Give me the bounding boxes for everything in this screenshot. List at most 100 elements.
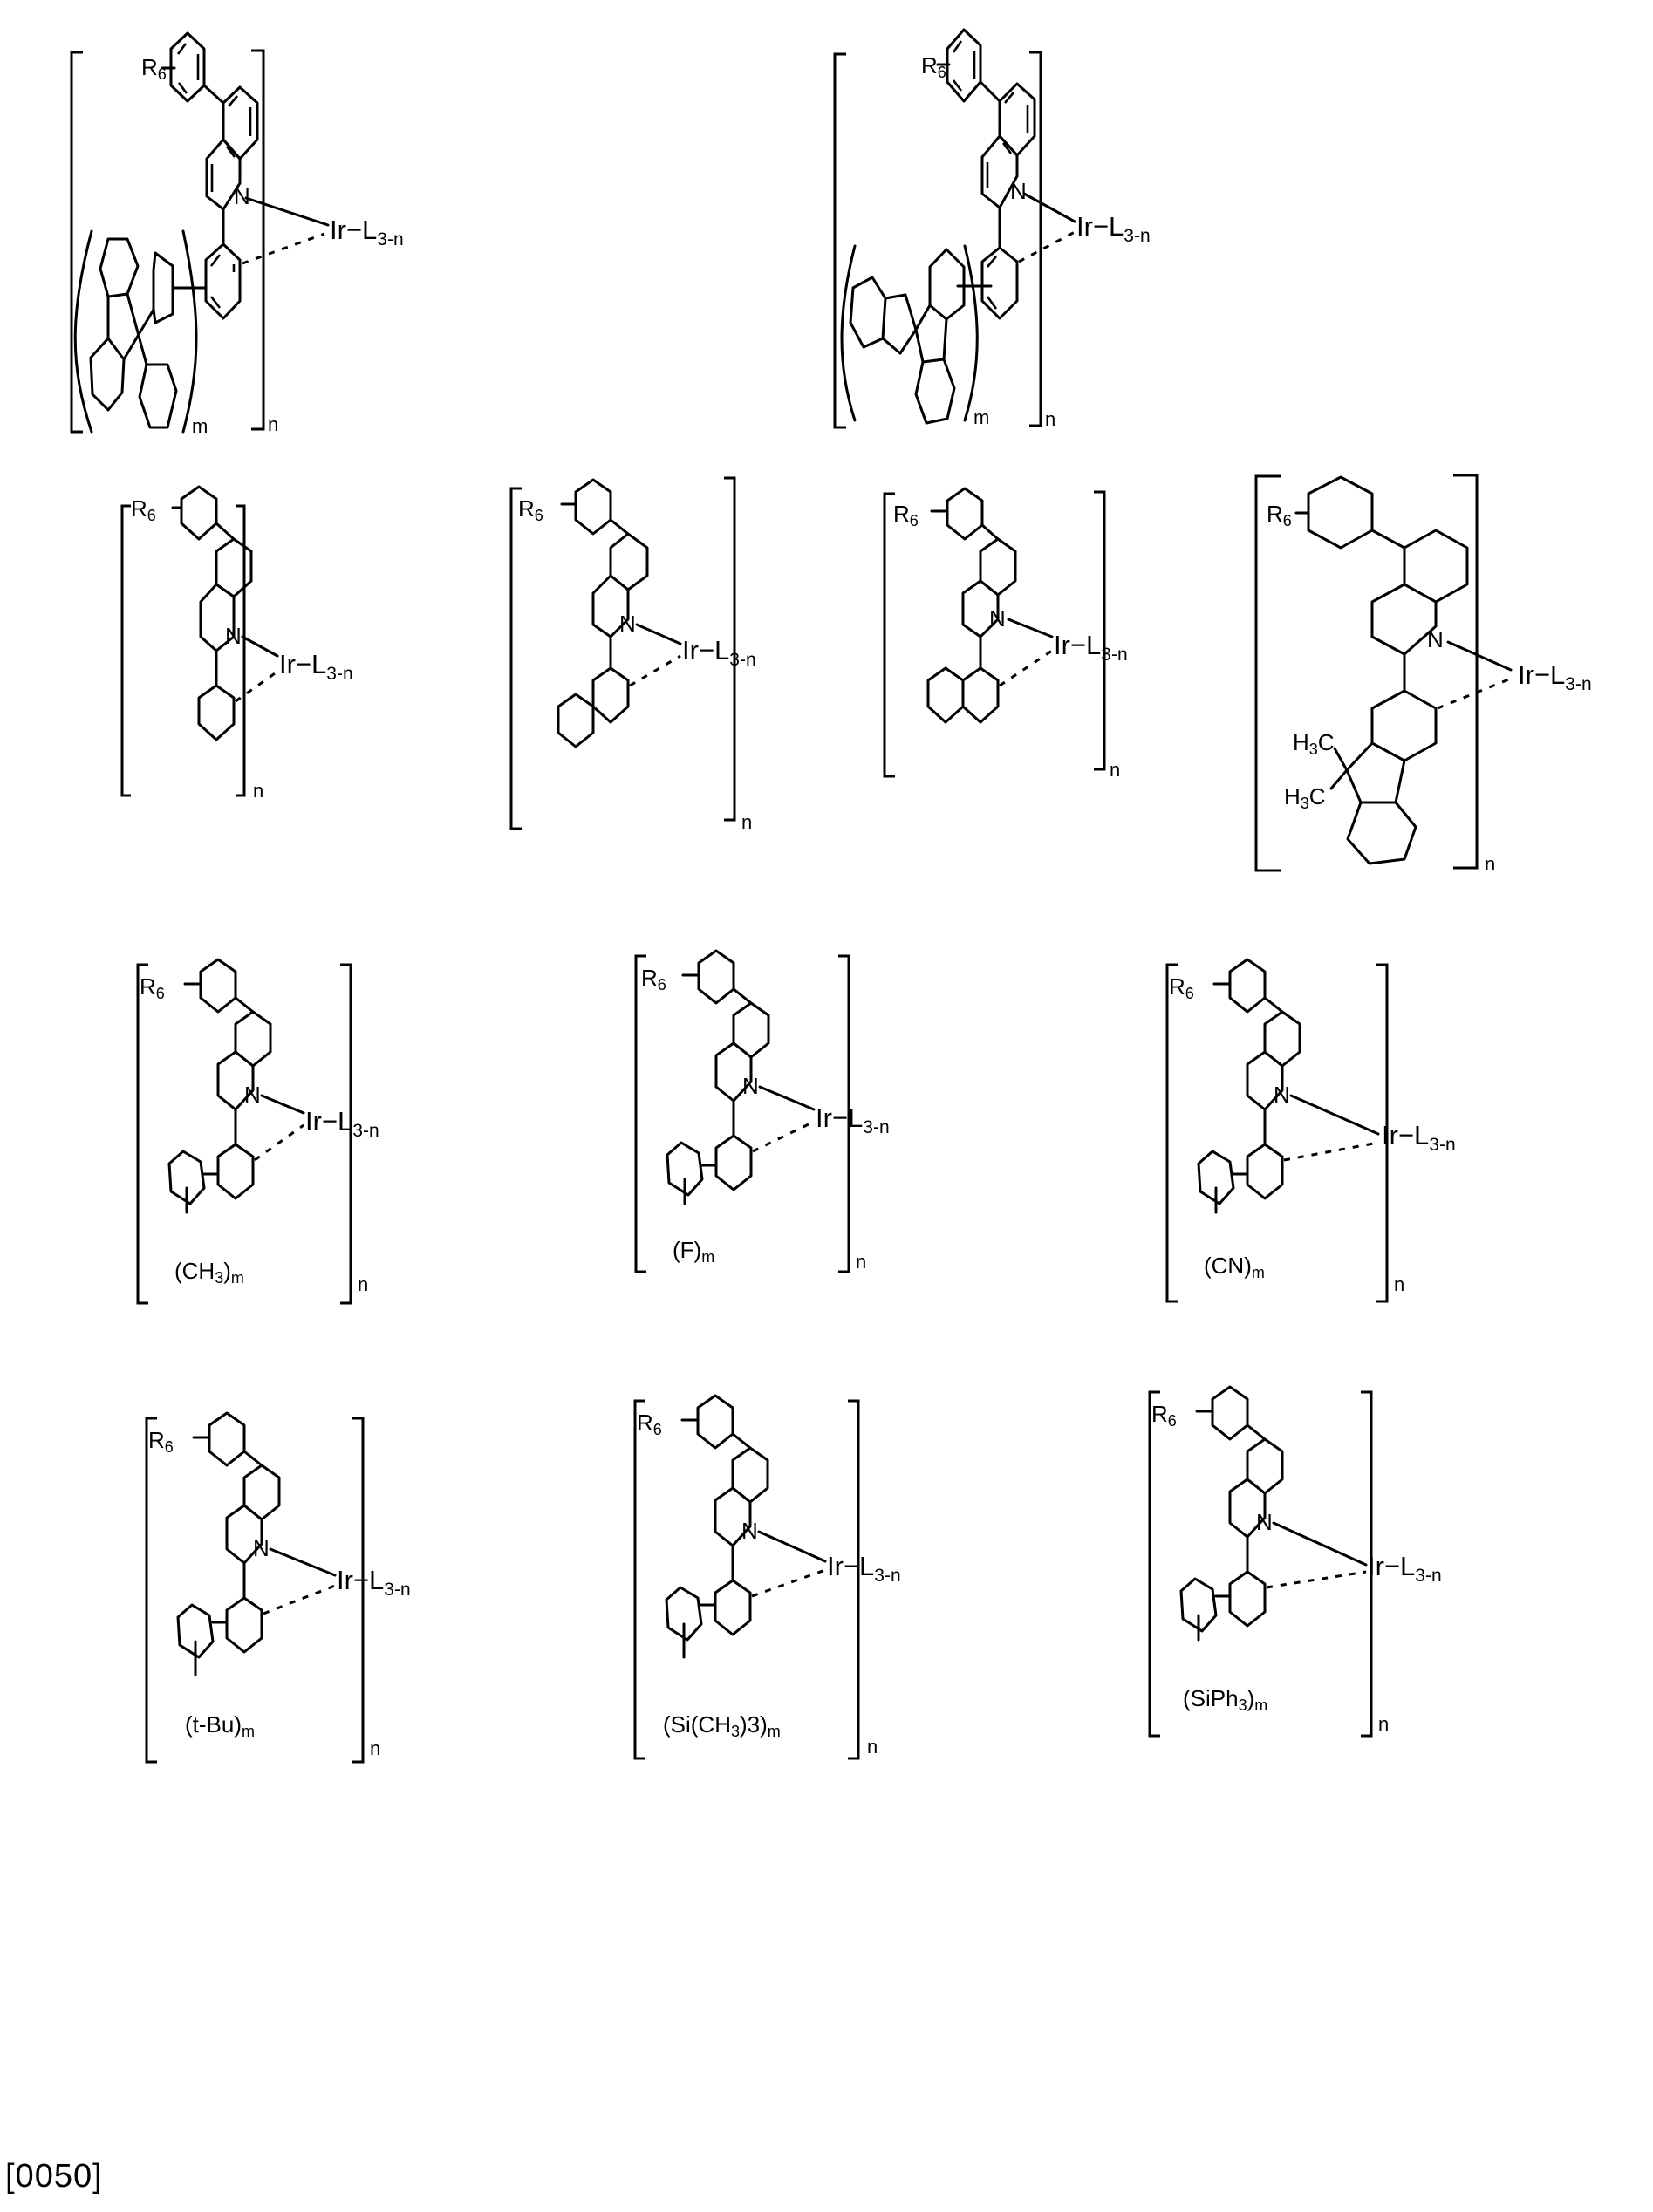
ligand-subscript: 3-n — [1101, 645, 1128, 665]
paragraph-number: [0050] — [5, 2158, 103, 2195]
ir-ligand-label: Ir−L3-n — [1518, 661, 1592, 693]
structure-12-triphenylsilyl: R6 N Ir−L3-n (SiPh3)m n — [1143, 1385, 1596, 1753]
m-subscript-label: m — [973, 406, 990, 428]
ir-ligand-label: Ir−L3-n — [1368, 1553, 1442, 1585]
ligand-subscript: 3-n — [1429, 1135, 1456, 1155]
substituent-group-label: (F)m — [673, 1239, 714, 1265]
ligand-symbol: L — [369, 1565, 385, 1595]
n-subscript-label: n — [1485, 853, 1496, 875]
structure-9-drawing — [1165, 958, 1389, 1303]
r-subscript: 6 — [157, 65, 167, 83]
m-subscript: m — [1254, 1697, 1268, 1714]
ir-ligand-label: Ir−L3-n — [305, 1108, 379, 1140]
n-subscript-label: n — [253, 780, 264, 802]
r-symbol: R — [921, 52, 938, 79]
ir-ligand-label: Ir−L3-n — [330, 216, 404, 249]
structure-4-drawing — [509, 476, 736, 830]
h-symbol: H — [1284, 783, 1301, 809]
group-text: (CH — [174, 1258, 215, 1284]
r-subscript: 6 — [909, 512, 919, 529]
structure-7-methyl: R6 N Ir−L3-n (CH3)m n — [131, 958, 567, 1308]
r6-label: R6 — [140, 975, 165, 1001]
ligand-subscript: 3-n — [377, 229, 404, 249]
bond-dash: − — [1069, 630, 1087, 660]
methyl-label-lower: H3C — [1284, 785, 1326, 811]
n-atom-label: N — [1274, 1082, 1290, 1108]
m-subscript: m — [701, 1248, 715, 1266]
n-atom-label: N — [234, 183, 250, 209]
iridium-symbol: Ir — [682, 635, 699, 666]
structure-10-drawing — [145, 1411, 365, 1764]
iridium-symbol: Ir — [330, 215, 346, 245]
n-subscript-label: n — [370, 1738, 381, 1759]
ligand-subscript: 3-n — [863, 1117, 890, 1137]
ir-ligand-label: Ir−L3-n — [1382, 1122, 1456, 1154]
r-symbol: R — [518, 495, 535, 522]
substituent-group-label: (CN)m — [1204, 1254, 1265, 1280]
r-subscript: 6 — [534, 507, 543, 524]
r-subscript: 6 — [147, 507, 156, 524]
n-subscript-label: n — [268, 413, 279, 435]
ligand-subscript: 3-n — [729, 650, 756, 670]
ir-ligand-label: Ir−L3-n — [279, 651, 353, 683]
structure-7-drawing — [136, 958, 352, 1305]
structure-4-2-naphthyl: R6 N Ir−L3-n n — [506, 471, 872, 837]
group-text: (CN) — [1204, 1253, 1252, 1279]
r6-label: R6 — [893, 502, 919, 529]
substituent-group-label: (CH3)m — [174, 1260, 244, 1286]
methyl-label-upper: H3C — [1293, 731, 1335, 757]
structure-11-trimethylsilyl: R6 N Ir−L3-n (Si(CH3)3)m n — [628, 1394, 1082, 1762]
r6-label: R6 — [921, 54, 946, 80]
r-symbol: R — [641, 965, 658, 991]
r6-label: R6 — [637, 1411, 662, 1437]
ligand-symbol: L — [714, 635, 730, 666]
n-atom-label: N — [742, 1073, 759, 1099]
n-atom-label: N — [1256, 1509, 1273, 1535]
substituent-group-label: (t-Bu)m — [185, 1713, 255, 1739]
bond-dash: − — [1383, 1551, 1401, 1581]
r-symbol: R — [893, 501, 910, 527]
iridium-symbol: Ir — [1518, 659, 1534, 690]
r-subscript: 6 — [1282, 512, 1292, 529]
ir-ligand-label: Ir−L3-n — [1076, 213, 1151, 245]
n-atom-label: N — [244, 1082, 261, 1108]
ir-ligand-label: Ir−L3-n — [816, 1104, 890, 1137]
ir-ligand-label: Ir−L3-n — [827, 1553, 901, 1585]
structure-10-tert-butyl: R6 N Ir−L3-n (t-Bu)m n — [140, 1411, 576, 1764]
bond-dash: − — [698, 635, 715, 666]
ligand-symbol: L — [362, 215, 378, 245]
r6-label: R6 — [518, 497, 543, 523]
ligand-symbol: L — [338, 1106, 353, 1137]
structure-3-drawing — [120, 485, 279, 797]
group-close: ) — [1247, 1685, 1255, 1711]
h-subscript: 3 — [1300, 795, 1309, 812]
ligand-symbol: L — [1414, 1120, 1430, 1150]
n-atom-label: N — [1010, 178, 1027, 204]
r6-label: R6 — [1267, 502, 1292, 529]
r-subscript: 6 — [657, 976, 666, 993]
bond-dash: − — [345, 215, 363, 245]
structure-5-1-naphthyl: R6 N Ir−L3-n n — [881, 487, 1247, 785]
r6-label: R6 — [141, 56, 167, 82]
n-atom-label: N — [225, 623, 242, 649]
bond-dash: − — [1092, 211, 1110, 242]
m-subscript: m — [242, 1723, 255, 1740]
n-subscript-label: n — [867, 1736, 878, 1758]
r-symbol: R — [637, 1410, 653, 1436]
iridium-symbol: Ir — [305, 1106, 322, 1137]
r6-label: R6 — [1169, 975, 1194, 1001]
ligand-symbol: L — [1550, 659, 1566, 690]
group-text: (F) — [673, 1237, 702, 1263]
ir-ligand-label: Ir−L3-n — [682, 637, 756, 669]
group-text: (SiPh — [1183, 1685, 1239, 1711]
r6-label: R6 — [131, 497, 156, 523]
ligand-subscript: 3-n — [352, 1121, 379, 1141]
m-subscript: m — [1251, 1264, 1265, 1281]
ligand-symbol: L — [1400, 1551, 1416, 1581]
structure-9-cyano: R6 N Ir−L3-n (CN)m n — [1160, 958, 1596, 1308]
r-subscript: 6 — [937, 64, 946, 81]
n-atom-label: N — [741, 1518, 758, 1544]
r-subscript: 6 — [164, 1438, 174, 1456]
ligand-subscript: 3-n — [384, 1580, 411, 1600]
bond-dash: − — [843, 1551, 860, 1581]
